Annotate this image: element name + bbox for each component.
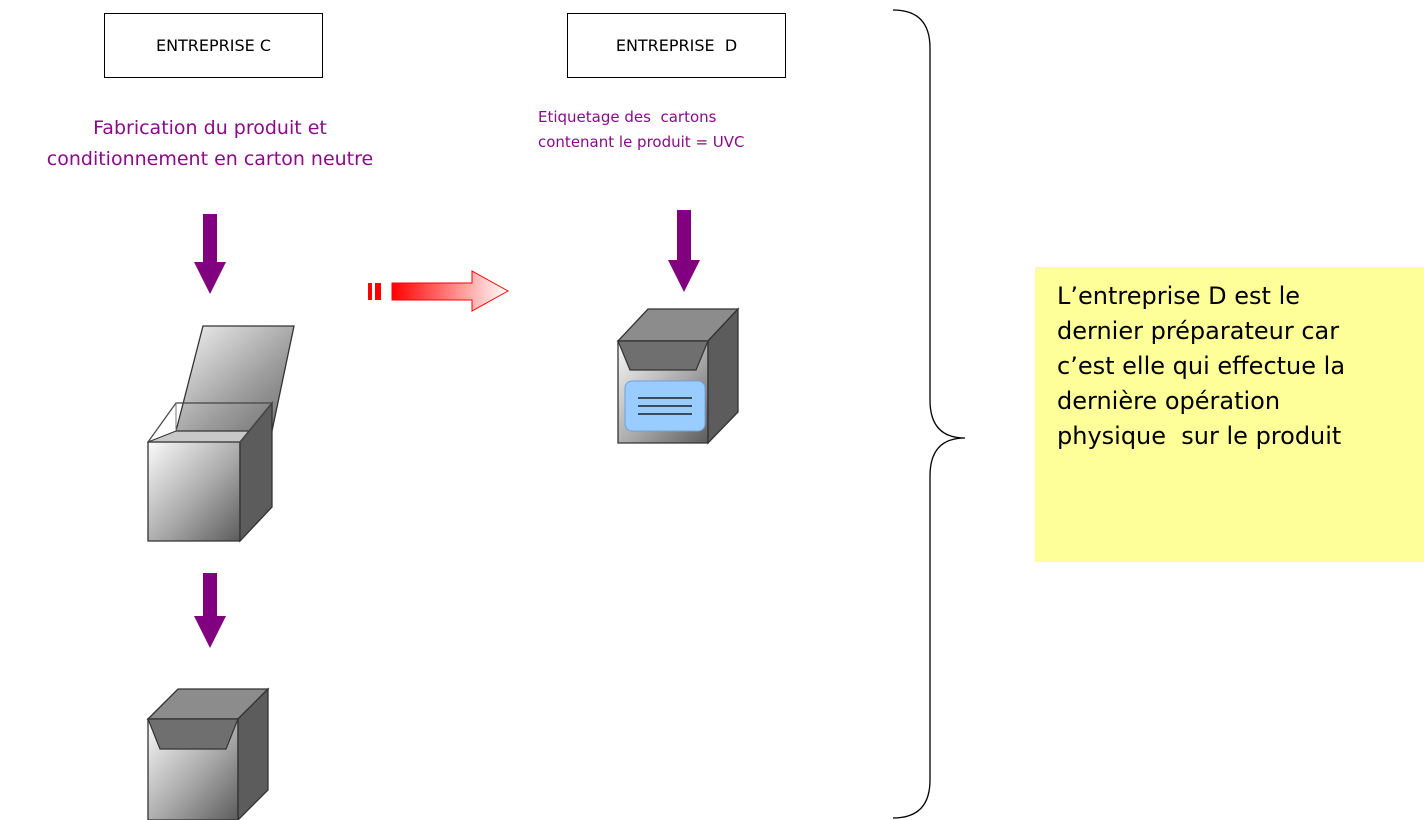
company-d-description: Etiquetage des cartons contenant le prod… (538, 108, 745, 151)
company-c-description: Fabrication du produit et conditionnemen… (46, 117, 374, 170)
down-arrow-icon (668, 210, 700, 292)
company-c-label: ENTREPRISE C (104, 13, 323, 78)
down-arrow-icon (194, 573, 226, 648)
labeled-box-icon (616, 307, 740, 445)
conclusion-note: L’entreprise D est le dernier préparateu… (1035, 267, 1424, 562)
closed-box-icon (146, 687, 270, 820)
open-box-icon (146, 325, 295, 543)
down-arrow-icon (194, 214, 226, 294)
company-d-label: ENTREPRISE D (567, 13, 786, 78)
transfer-arrow-icon (368, 270, 510, 312)
curly-brace-icon (892, 9, 966, 819)
